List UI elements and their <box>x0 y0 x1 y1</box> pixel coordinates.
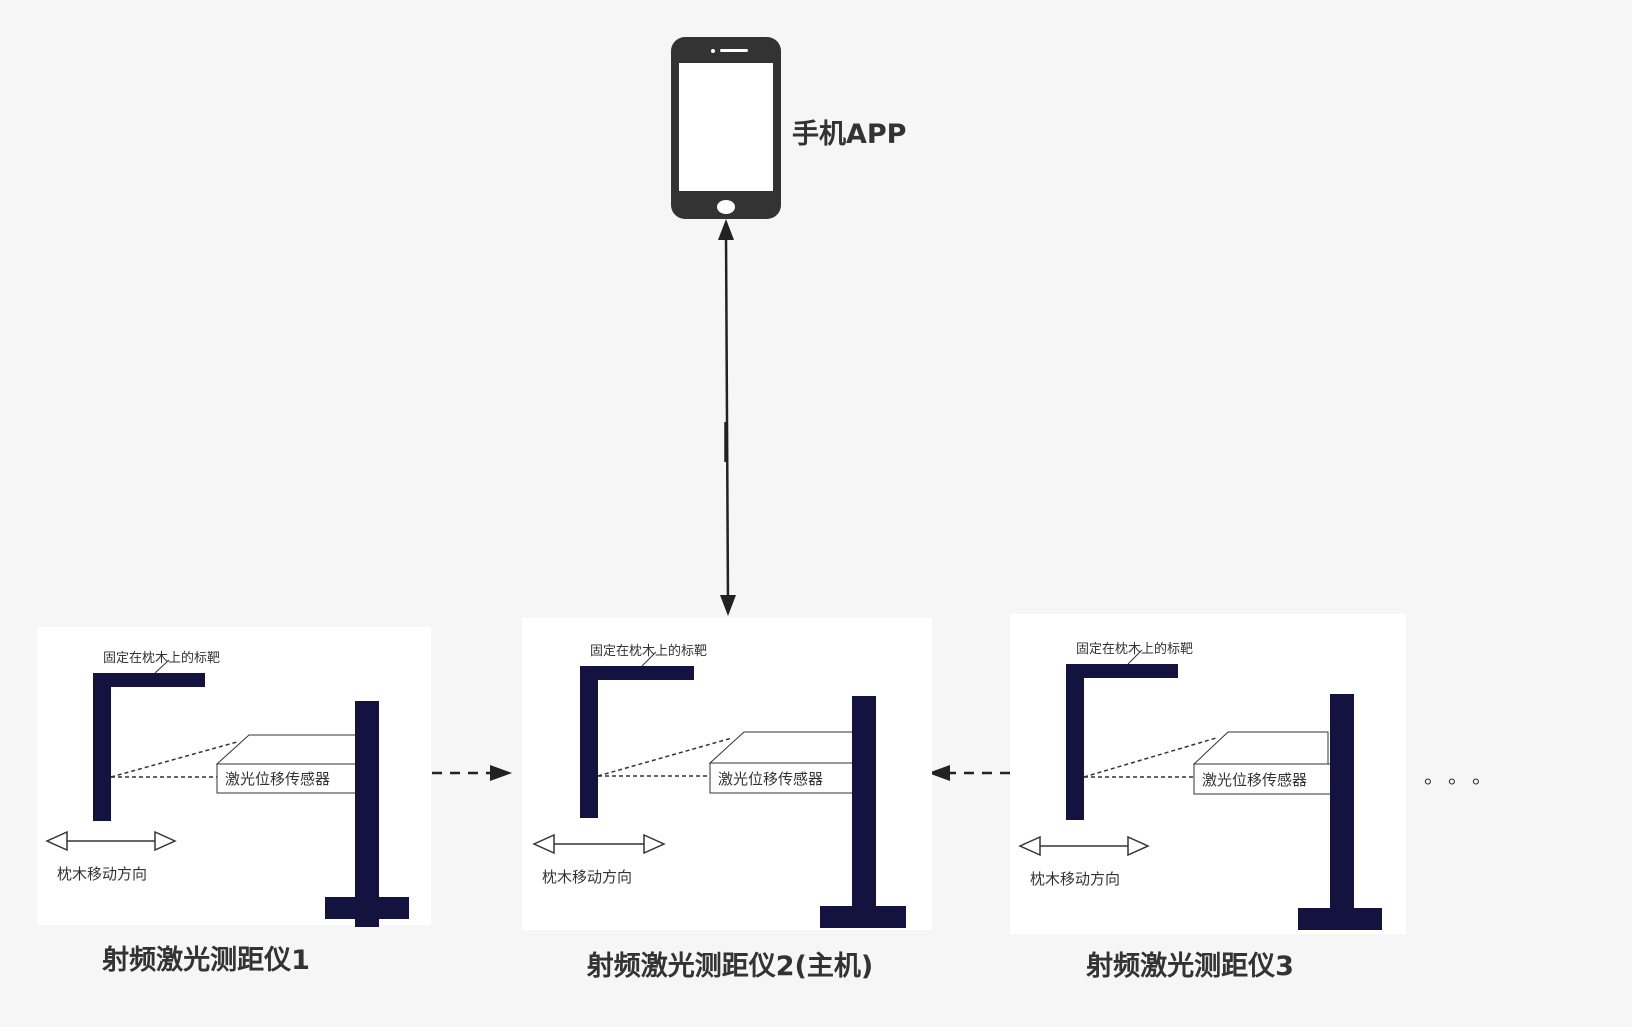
device-panel-1: 固定在枕木上的标靶 激光位移传感器 枕木移动方向 <box>37 627 431 927</box>
phone-link-arrow <box>718 219 736 616</box>
target-label: 固定在枕木上的标靶 <box>590 644 708 659</box>
direction-label: 枕木移动方向 <box>1030 870 1121 888</box>
sensor-label: 激光位移传感器 <box>225 770 331 788</box>
device-schematic-2 <box>532 651 906 928</box>
sensor-label: 激光位移传感器 <box>1202 771 1308 789</box>
device-schematic-1 <box>45 659 409 927</box>
direction-label: 枕木移动方向 <box>57 865 148 883</box>
device-schematic-3 <box>1018 649 1382 930</box>
phone-app-label: 手机APP <box>792 119 907 150</box>
direction-label: 枕木移动方向 <box>542 868 633 886</box>
device-label-2: 射频激光测距仪2(主机) <box>586 951 874 982</box>
device-label-3: 射频激光测距仪3 <box>1086 951 1294 982</box>
device-panel-2: 固定在枕木上的标靶 激光位移传感器 枕木移动方向 <box>522 618 932 930</box>
dashed-arrow-left <box>432 765 512 781</box>
device-label-1: 射频激光测距仪1 <box>102 945 310 976</box>
sensor-label: 激光位移传感器 <box>718 770 824 788</box>
target-label: 固定在枕木上的标靶 <box>1076 642 1194 657</box>
device-panel-3: 固定在枕木上的标靶 激光位移传感器 枕木移动方向 <box>1010 614 1406 934</box>
phone-icon <box>671 37 781 219</box>
more-devices-ellipsis: 。。。 <box>1424 764 1506 788</box>
dashed-arrow-right <box>928 765 1010 781</box>
target-label: 固定在枕木上的标靶 <box>103 651 221 666</box>
